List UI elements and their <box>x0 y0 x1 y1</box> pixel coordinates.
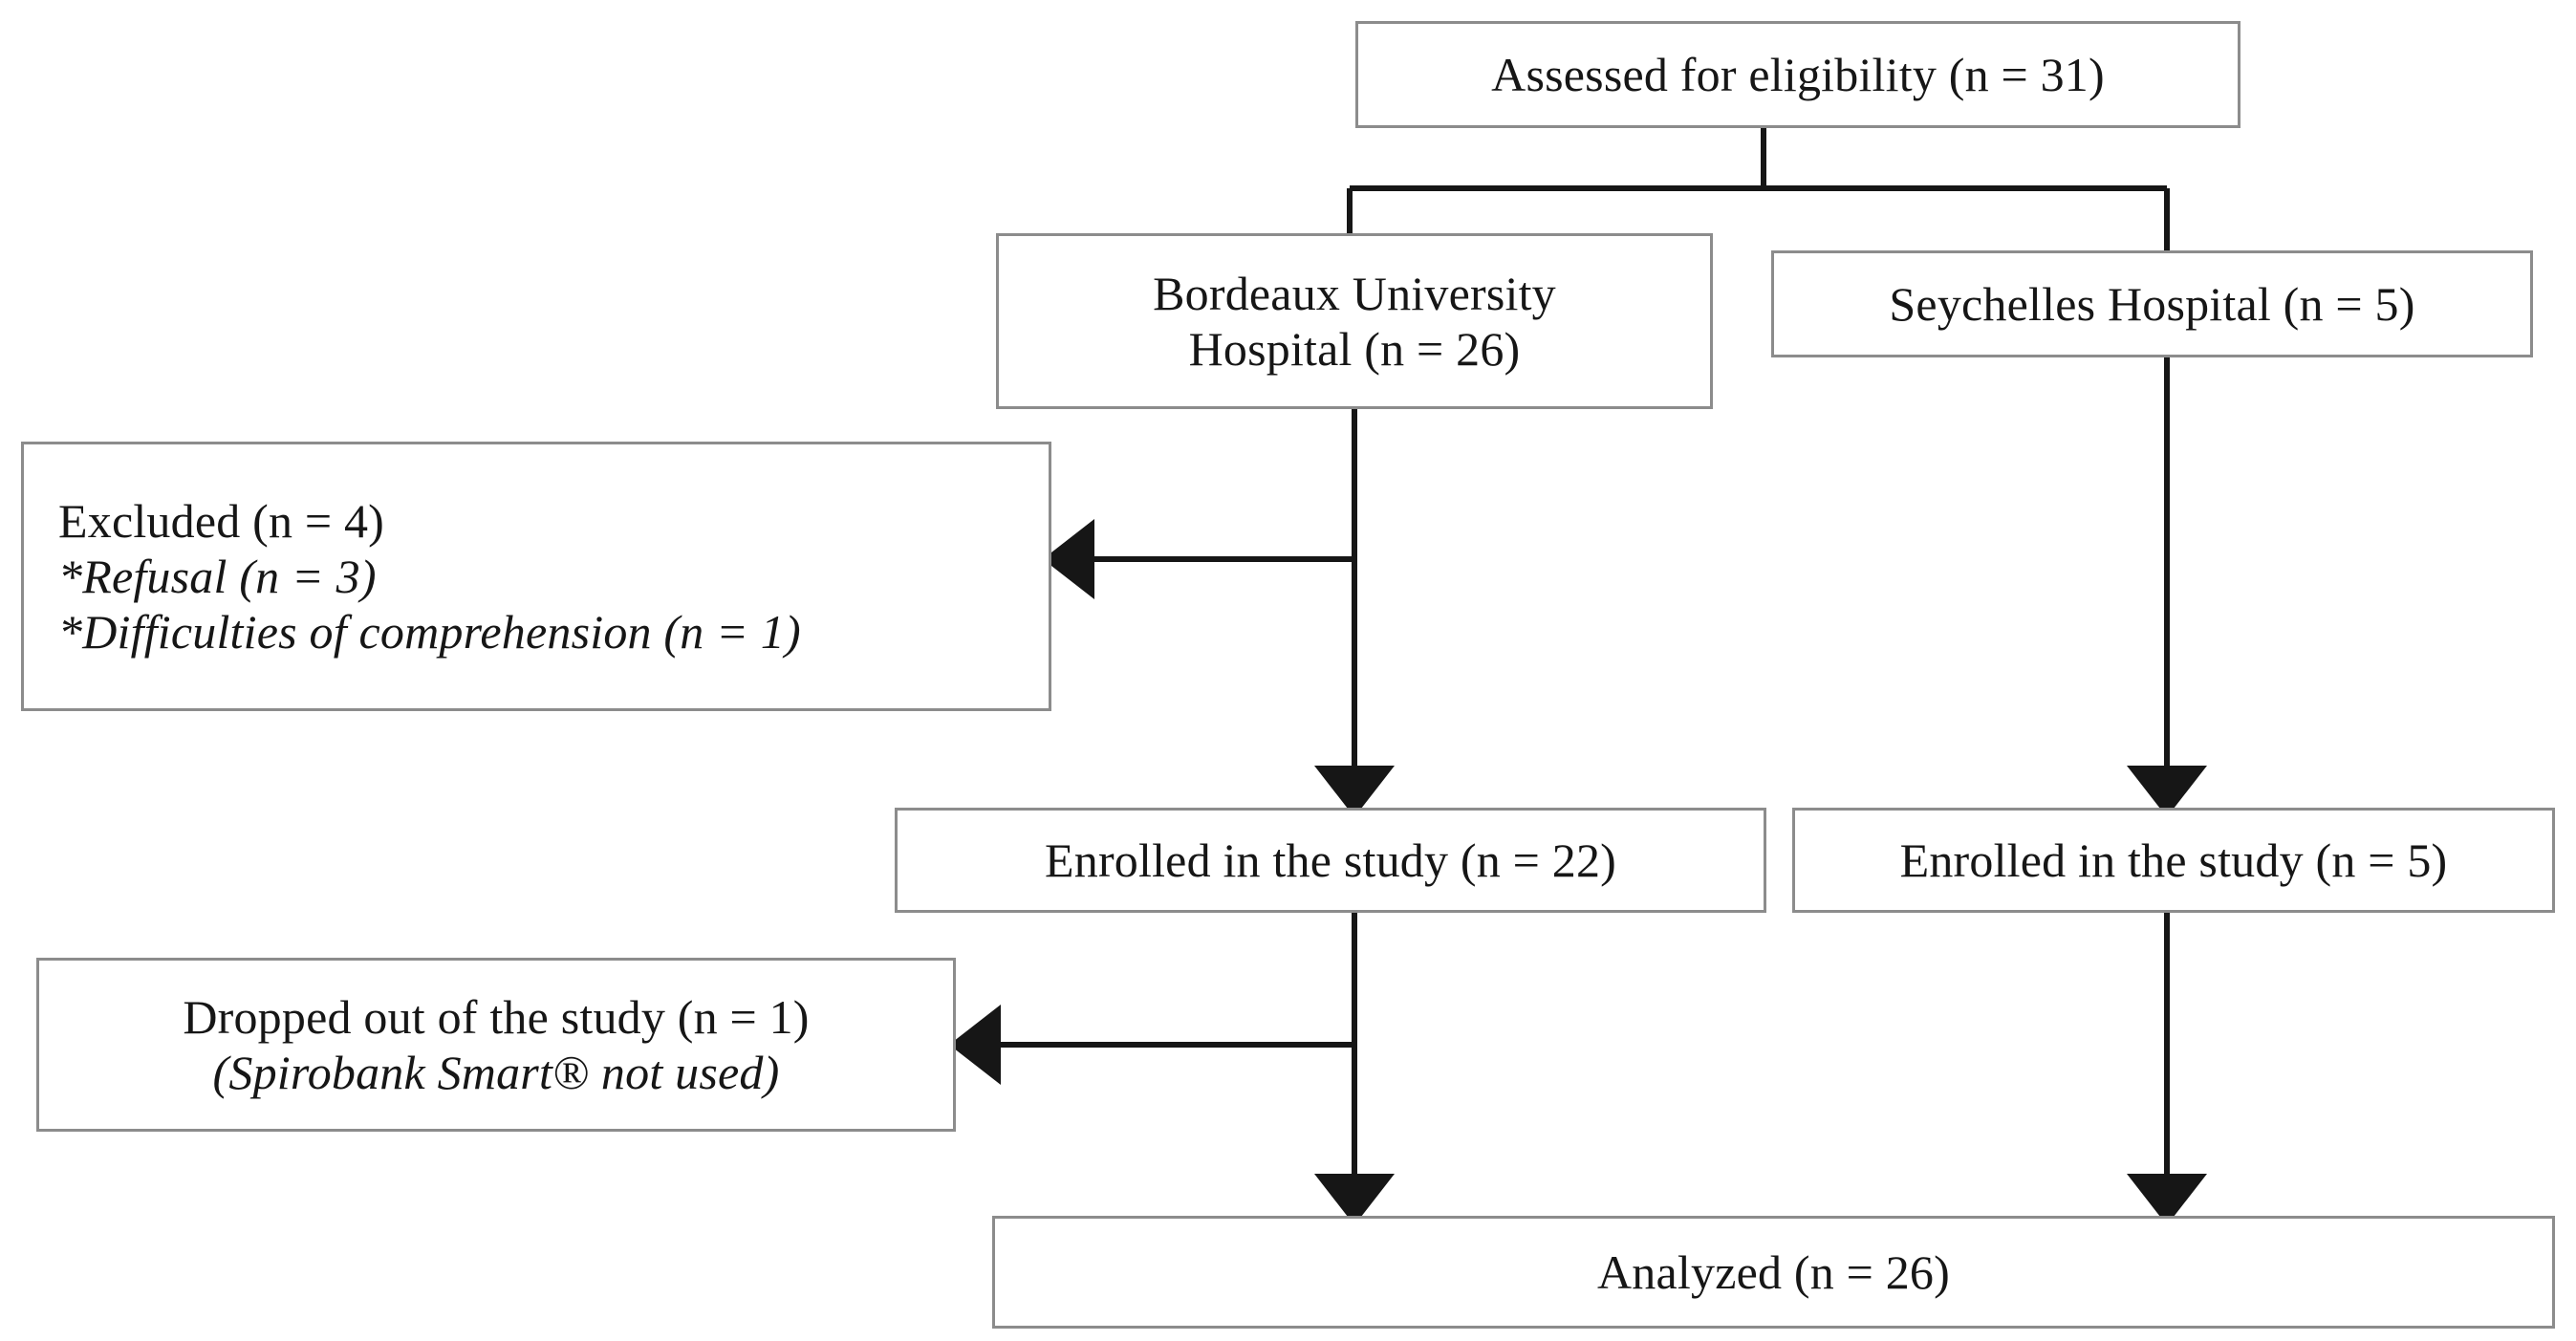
node-analyzed-label: Analyzed (n = 26) <box>1597 1245 1950 1299</box>
node-excluded-label-line2: *Refusal (n = 3) <box>58 550 377 603</box>
node-excluded-label-line3: *Difficulties of comprehension (n = 1) <box>58 605 801 659</box>
node-excluded[interactable]: Excluded (n = 4) *Refusal (n = 3) *Diffi… <box>21 442 1051 711</box>
node-assessed-label: Assessed for eligibility (n = 31) <box>1491 48 2105 101</box>
node-assessed-for-eligibility[interactable]: Assessed for eligibility (n = 31) <box>1355 21 2240 128</box>
node-enrolled-seychelles-label: Enrolled in the study (n = 5) <box>1899 833 2448 887</box>
node-enrolled-bordeaux-label: Enrolled in the study (n = 22) <box>1045 833 1616 887</box>
node-bordeaux-label-line2: Hospital (n = 26) <box>1188 322 1521 376</box>
node-analyzed[interactable]: Analyzed (n = 26) <box>992 1216 2555 1329</box>
node-seychelles-hospital[interactable]: Seychelles Hospital (n = 5) <box>1771 250 2533 357</box>
node-dropped-label-line1: Dropped out of the study (n = 1) <box>183 990 810 1044</box>
node-seychelles-label: Seychelles Hospital (n = 5) <box>1889 277 2415 331</box>
node-dropped-out[interactable]: Dropped out of the study (n = 1) (Spirob… <box>36 958 956 1132</box>
node-bordeaux-university-hospital[interactable]: Bordeaux University Hospital (n = 26) <box>996 233 1713 409</box>
node-excluded-label-line1: Excluded (n = 4) <box>58 494 385 548</box>
node-enrolled-seychelles[interactable]: Enrolled in the study (n = 5) <box>1792 808 2555 913</box>
node-dropped-label-line2: (Spirobank Smart® not used) <box>212 1046 780 1099</box>
node-enrolled-bordeaux[interactable]: Enrolled in the study (n = 22) <box>895 808 1766 913</box>
node-bordeaux-label-line1: Bordeaux University <box>1153 267 1556 320</box>
